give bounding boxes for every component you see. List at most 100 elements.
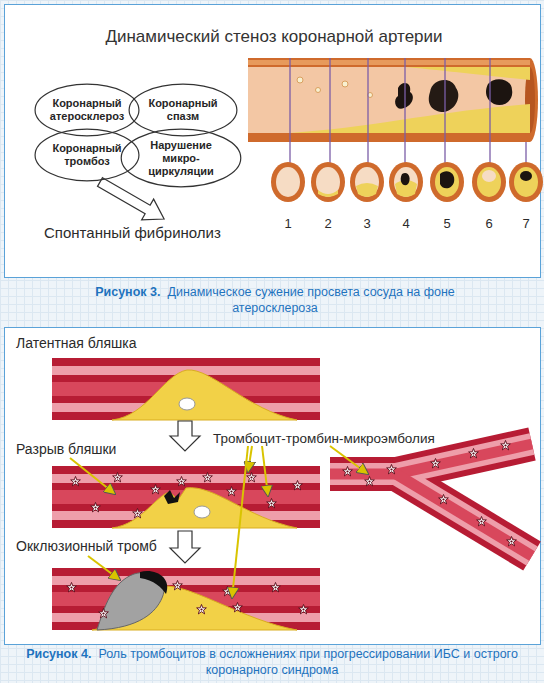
leader-line [70, 458, 115, 494]
branch-vessel [396, 474, 532, 556]
platelet [197, 604, 207, 613]
callout-number: 1 [276, 216, 300, 231]
callout-number: 4 [394, 216, 418, 231]
diagram-title: Динамический стеноз коронарной артерии [0, 27, 544, 47]
platelet [267, 498, 277, 507]
cross-section [271, 162, 305, 202]
callout-number: 5 [435, 216, 459, 231]
callout-number: 7 [514, 216, 538, 231]
leader-line [88, 556, 120, 580]
artery-tube [297, 77, 303, 83]
cross-section [440, 171, 454, 188]
platelet [293, 480, 303, 489]
leader-line [70, 446, 368, 598]
caption-text: Роль тромбоцитов в осложнениях при прогр… [98, 647, 517, 677]
platelet [299, 604, 309, 613]
platelet [431, 458, 441, 467]
plaque [179, 398, 195, 410]
section-line [489, 58, 490, 163]
platelet [133, 508, 143, 517]
node-text: Коронарный атеросклероз [44, 97, 130, 123]
ellipse-shape [129, 84, 237, 136]
cause-ellipse: Нарушение микро- циркуляции [120, 128, 242, 188]
platelet [91, 502, 101, 511]
section-line [289, 58, 290, 163]
platelet [227, 486, 237, 495]
down-arrow [170, 531, 200, 563]
ellipse-shape [35, 84, 139, 136]
down-arrow [170, 421, 200, 451]
node-text: Коронарный тромбоз [44, 142, 130, 168]
branch-vessel [396, 444, 532, 474]
cross-section [430, 162, 464, 202]
cross-section [472, 162, 506, 202]
platelet [439, 494, 449, 503]
platelet [67, 440, 517, 617]
artery-tube [429, 80, 459, 112]
platelet [271, 582, 281, 591]
leader-line [330, 446, 368, 474]
branch-vessel [330, 444, 532, 556]
node-text: Нарушение микро- циркуляции [139, 139, 223, 178]
platelet [177, 476, 187, 485]
section-line [444, 58, 445, 163]
cross-section [350, 162, 384, 202]
branch-vessel [330, 444, 532, 556]
vessel [52, 568, 320, 630]
branch-vessel [396, 474, 532, 556]
artery-tube [405, 67, 530, 80]
cause-ellipse: Коронарный тромбоз [34, 128, 140, 182]
branch-vessel [330, 463, 402, 485]
callout-number: 6 [477, 216, 501, 231]
artery-tube [342, 81, 348, 87]
cross-section [514, 167, 538, 197]
branch-vessel [396, 444, 532, 474]
platelet [507, 536, 517, 545]
vessel [52, 358, 320, 420]
occlusive-thrombus [92, 571, 297, 630]
occlusive-thrombus [140, 571, 167, 594]
cross-section [276, 167, 300, 197]
plaque [112, 370, 297, 420]
platelet [365, 476, 375, 485]
ruptured-plaque [112, 488, 297, 528]
platelet [387, 464, 397, 473]
platelet [113, 472, 123, 481]
cross-section [520, 171, 532, 181]
annotation-label: Латентная бляшка [16, 335, 136, 351]
figure-caption: Рисунок 4. Роль тромбоцитов в осложнениях… [6, 646, 538, 678]
cross-section [509, 162, 543, 202]
cross-section [356, 183, 378, 197]
cross-section [311, 162, 345, 202]
cross-section [318, 190, 338, 197]
cross-section [394, 167, 418, 197]
branch-vessel [330, 444, 532, 556]
platelet [173, 580, 183, 589]
annotation-label: Спонтанный фибринолиз [44, 224, 221, 241]
leader-line [232, 446, 248, 598]
section-line [367, 58, 368, 163]
caption-number: Рисунок 4. [26, 647, 91, 661]
annotation-label: Окклюзионный тромб [16, 538, 157, 554]
section-line [404, 58, 405, 163]
platelet [99, 608, 109, 617]
ellipse-shape [121, 129, 241, 187]
cross-section [482, 170, 496, 182]
cross-section [355, 167, 379, 197]
process-arrow [94, 172, 170, 230]
ruptured-plaque [112, 488, 297, 528]
plaque [112, 370, 297, 420]
callout-number: 3 [355, 216, 379, 231]
cross-section [271, 162, 543, 202]
cross-section [316, 167, 340, 197]
annotation-label: Разрыв бляшки [16, 441, 116, 457]
branch-vessel [330, 444, 532, 556]
down-arrow [170, 421, 200, 563]
caption-text: Динамическое сужение просвета сосуда на … [167, 285, 454, 315]
section-line [525, 142, 526, 163]
ellipse-shape [35, 129, 139, 181]
leader-line [248, 446, 252, 472]
platelet [203, 472, 213, 481]
leader-line [262, 446, 268, 496]
